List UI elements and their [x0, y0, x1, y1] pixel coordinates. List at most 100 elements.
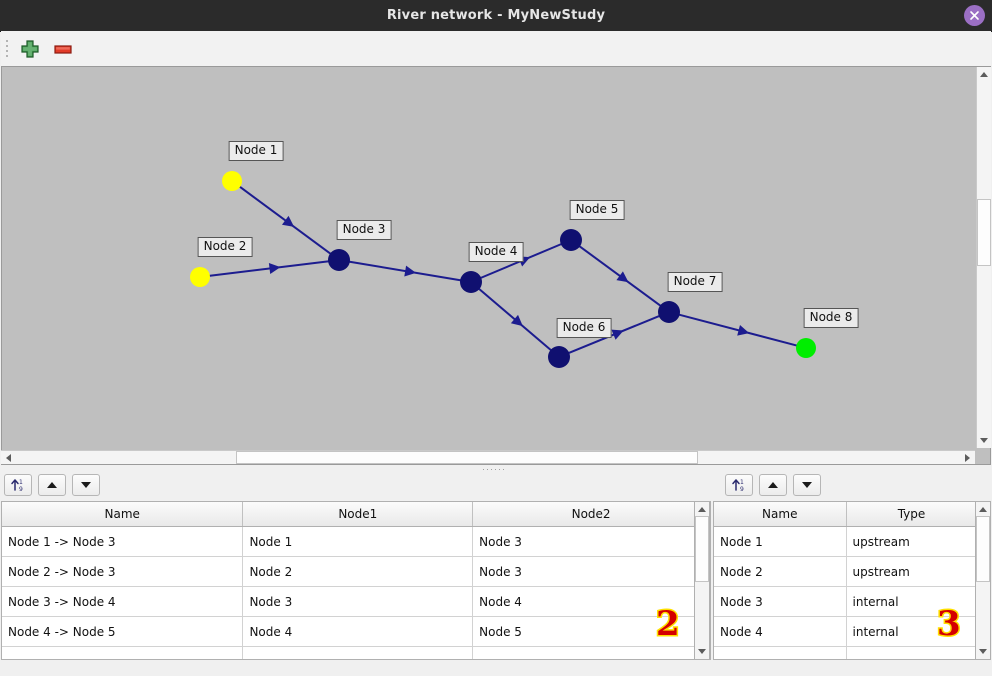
graph-node[interactable]: [328, 249, 350, 271]
scroll-up-arrow[interactable]: [977, 67, 991, 81]
canvas-vertical-scrollbar[interactable]: [976, 67, 991, 448]
reaches-col-node1[interactable]: Node1: [242, 502, 474, 527]
table-cell[interactable]: Node 4: [242, 616, 474, 647]
graph-node[interactable]: [222, 171, 242, 191]
table-row-empty[interactable]: [2, 646, 710, 659]
reaches-scroll-thumb[interactable]: [695, 516, 709, 582]
nodes-table-scrollbar[interactable]: [975, 501, 991, 660]
graph-edge-arrow: [616, 271, 629, 283]
title-bar: River network - MyNewStudy: [0, 0, 992, 32]
nodes-scroll-thumb[interactable]: [976, 516, 990, 582]
table-cell[interactable]: internal: [846, 616, 975, 647]
toolbar-grip[interactable]: [6, 40, 10, 57]
table-cell[interactable]: Node 2: [242, 556, 474, 587]
table-cell[interactable]: Node 4: [714, 616, 847, 647]
nodes-move-up-button[interactable]: [759, 474, 787, 496]
graph-node-label[interactable]: Node 3: [336, 220, 392, 240]
graph-edge-arrow: [611, 329, 624, 340]
red-minus-icon[interactable]: [52, 38, 76, 60]
graph-edge[interactable]: [238, 185, 332, 255]
scroll-left-arrow[interactable]: [1, 451, 15, 464]
table-cell[interactable]: Node 1: [242, 526, 474, 557]
scroll-right-arrow[interactable]: [961, 451, 975, 464]
green-plus-icon[interactable]: [19, 38, 43, 60]
table-cell[interactable]: Node 3: [714, 586, 847, 617]
graph-node-label[interactable]: Node 8: [803, 308, 859, 328]
table-cell[interactable]: internal: [846, 586, 975, 617]
graph-node-label[interactable]: Node 7: [667, 272, 723, 292]
nodes-panel: 1 9: [713, 472, 991, 675]
graph-edge[interactable]: [348, 260, 462, 282]
graph-node-label[interactable]: Node 5: [569, 200, 625, 220]
table-cell[interactable]: Node 3: [242, 586, 474, 617]
table-cell[interactable]: Node 3: [472, 556, 710, 587]
graph-node[interactable]: [560, 229, 582, 251]
graph-node-label[interactable]: Node 4: [468, 242, 524, 262]
reaches-move-down-button[interactable]: [72, 474, 100, 496]
table-cell[interactable]: Node 1: [714, 526, 847, 557]
graph-node-label[interactable]: Node 6: [556, 318, 612, 338]
table-cell-empty[interactable]: [846, 646, 975, 659]
graph-node[interactable]: [658, 301, 680, 323]
graph-node[interactable]: [460, 271, 482, 293]
nodes-scroll-down-arrow[interactable]: [976, 645, 990, 659]
nodes-col-type[interactable]: Type: [846, 502, 975, 527]
table-cell[interactable]: Node 1 -> Node 3: [2, 526, 244, 557]
table-cell-empty[interactable]: [472, 646, 710, 659]
graph-node-label[interactable]: Node 1: [228, 141, 284, 161]
panel-splitter[interactable]: [1, 465, 991, 474]
svg-text:1: 1: [19, 479, 23, 486]
nodes-scroll-up-arrow[interactable]: [976, 502, 990, 516]
reaches-col-name[interactable]: Name: [2, 502, 244, 527]
table-cell[interactable]: Node 4 -> Node 5: [2, 616, 244, 647]
reaches-col-node2[interactable]: Node2: [472, 502, 710, 527]
reaches-scroll-down-arrow[interactable]: [695, 645, 709, 659]
reaches-table-scrollbar[interactable]: [694, 501, 710, 660]
table-cell-empty[interactable]: [242, 646, 474, 659]
nodes-col-name[interactable]: Name: [714, 502, 847, 527]
graph-edge[interactable]: [678, 313, 798, 347]
canvas-hscroll-thumb[interactable]: [236, 451, 698, 464]
network-graph-canvas[interactable]: Node 1 Node 2 Node 3 Node 4 Node 5 Node 6 Node…: [1, 66, 991, 465]
close-icon[interactable]: [964, 5, 985, 26]
splitter-grip: [483, 469, 509, 471]
canvas-horizontal-scrollbar[interactable]: [1, 450, 975, 464]
reaches-move-up-button[interactable]: [38, 474, 66, 496]
table-cell[interactable]: Node 3 -> Node 4: [2, 586, 244, 617]
table-cell[interactable]: Node 2 -> Node 3: [2, 556, 244, 587]
table-cell[interactable]: Node 3: [472, 526, 710, 557]
canvas-vscroll-thumb[interactable]: [977, 199, 991, 266]
graph-node[interactable]: [796, 338, 816, 358]
table-cell[interactable]: Node 5: [472, 616, 710, 647]
table-cell-empty[interactable]: [714, 646, 847, 659]
nodes-move-down-button[interactable]: [793, 474, 821, 496]
reaches-table-header-row: Name Node1 Node2: [2, 502, 710, 527]
table-cell[interactable]: Node 2: [714, 556, 847, 587]
graph-node[interactable]: [548, 346, 570, 368]
nodes-sort-button[interactable]: 1 9: [725, 474, 753, 496]
graph-node-label[interactable]: Node 2: [197, 237, 253, 257]
nodes-table-header-row: Name Type: [714, 502, 975, 527]
graph-node[interactable]: [190, 267, 210, 287]
annotation-3: 3: [936, 603, 963, 646]
table-cell[interactable]: upstream: [846, 526, 975, 557]
table-cell[interactable]: Node 4: [472, 586, 710, 617]
scroll-down-arrow[interactable]: [977, 434, 991, 448]
table-cell[interactable]: upstream: [846, 556, 975, 587]
table-cell-empty[interactable]: [2, 646, 244, 659]
table-row-empty[interactable]: [714, 646, 975, 659]
graph-edge[interactable]: [208, 260, 330, 277]
reaches-scroll-up-arrow[interactable]: [695, 502, 709, 516]
reaches-sort-button[interactable]: 1 9: [4, 474, 32, 496]
